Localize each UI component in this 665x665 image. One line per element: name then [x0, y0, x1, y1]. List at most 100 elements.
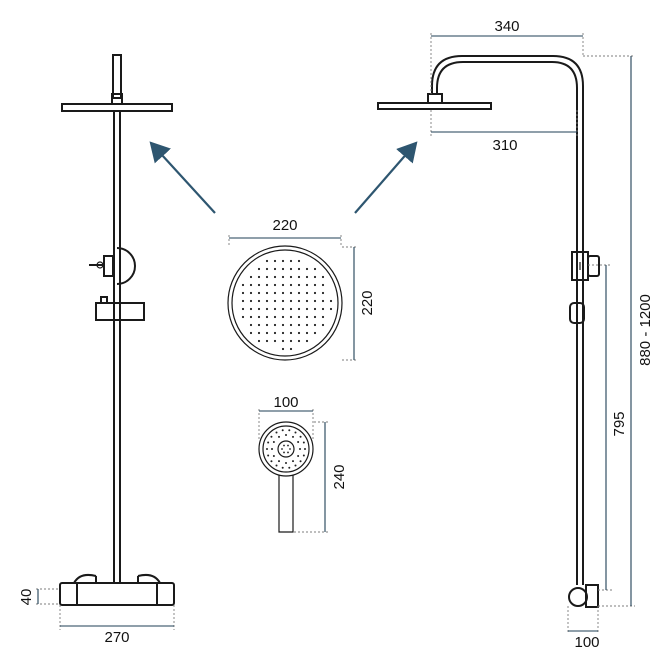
nozzle-dot — [273, 323, 277, 327]
rain-head-width-label: 220 — [272, 217, 297, 234]
nozzle-dot — [281, 323, 285, 327]
side-slider — [569, 302, 585, 324]
nozzle-dot — [321, 291, 325, 295]
nozzle-dot — [321, 315, 325, 319]
hand-shower-handle — [278, 475, 294, 533]
head-offset-label: 310 — [492, 137, 517, 154]
nozzle-dot — [249, 283, 253, 287]
hand-shower-center — [277, 440, 295, 458]
nozzle-dot — [265, 323, 269, 327]
nozzle-dot — [265, 331, 269, 335]
nozzle-dot — [257, 331, 261, 335]
thermostat-left-fitting — [73, 573, 97, 584]
nozzle-dot — [305, 275, 309, 279]
nozzle-dot — [305, 299, 309, 303]
rain-head-top-view — [227, 245, 343, 361]
head-connector — [112, 54, 122, 99]
nozzle-dot — [297, 339, 301, 343]
hand-nozzle-dot — [299, 448, 301, 450]
nozzle-dot — [305, 323, 309, 327]
nozzle-dot — [321, 299, 325, 303]
nozzle-dot — [321, 323, 325, 327]
nozzle-dot — [305, 267, 309, 271]
dimension-slide-height: 795 — [588, 264, 628, 591]
nozzle-dot — [281, 347, 285, 351]
hand-shower — [258, 421, 314, 533]
dimension-arm-reach: 340 — [430, 18, 584, 94]
nozzle-dot — [273, 275, 277, 279]
hand-shower-nozzles — [266, 429, 306, 469]
dimension-column-height: 880 - 1200 — [583, 55, 654, 607]
rain-head-nozzles — [241, 259, 333, 351]
nozzle-dot — [257, 315, 261, 319]
hand-nozzle-dot — [275, 431, 278, 434]
nozzle-dot — [257, 323, 261, 327]
hand-nozzle-dot — [270, 460, 273, 463]
hand-nozzle-dot — [278, 460, 280, 463]
nozzle-dot — [313, 291, 317, 295]
nozzle-dot — [265, 339, 269, 343]
thermostat-height-label: 40 — [18, 589, 35, 606]
arm-reach-label: 340 — [494, 18, 519, 35]
nozzle-dot — [297, 299, 301, 303]
nozzle-dot — [249, 315, 253, 319]
nozzle-dot — [289, 347, 293, 351]
hand-nozzle-dot — [299, 460, 302, 463]
nozzle-dot — [273, 339, 277, 343]
nozzle-dot — [289, 339, 293, 343]
shower-arm-inner — [436, 61, 578, 252]
hand-nozzle-dot — [302, 441, 305, 444]
nozzle-dot — [265, 307, 269, 311]
side-rain-head-edge — [377, 102, 492, 110]
dimension-rain-head-height: 220 — [342, 246, 376, 361]
hand-nozzle-dot — [292, 435, 294, 438]
nozzle-dot — [241, 283, 245, 287]
side-diverter-knob — [587, 255, 600, 277]
nozzle-dot — [321, 307, 325, 311]
nozzle-dot — [313, 275, 317, 279]
nozzle-dot — [273, 291, 277, 295]
nozzle-dot — [313, 283, 317, 287]
arrow-to-left-head — [149, 141, 216, 214]
nozzle-dot — [305, 291, 309, 295]
nozzle-dot — [297, 315, 301, 319]
nozzle-dot — [249, 331, 253, 335]
hand-nozzle-dot — [270, 435, 273, 438]
nozzle-dot — [297, 323, 301, 327]
nozzle-dot — [297, 283, 301, 287]
shower-arm-outer — [431, 55, 584, 252]
rain-head-edge — [61, 103, 173, 112]
nozzle-dot — [305, 315, 309, 319]
hand-nozzle-dot — [297, 441, 300, 443]
nozzle-dot — [273, 299, 277, 303]
nozzle-dot — [265, 283, 269, 287]
nozzle-dot — [273, 259, 277, 263]
nozzle-dot — [289, 283, 293, 287]
hand-nozzle-dot — [304, 448, 306, 450]
nozzle-dot — [273, 331, 277, 335]
hand-nozzle-dot — [281, 448, 283, 450]
hand-nozzle-dot — [275, 464, 278, 467]
nozzle-dot — [249, 299, 253, 303]
nozzle-dot — [265, 291, 269, 295]
nozzle-dot — [329, 299, 333, 303]
nozzle-dot — [249, 291, 253, 295]
nozzle-dot — [289, 291, 293, 295]
nozzle-dot — [305, 331, 309, 335]
slide-height-label: 795 — [611, 411, 628, 436]
hand-nozzle-dot — [292, 460, 294, 463]
nozzle-dot — [281, 259, 285, 263]
hand-nozzle-dot — [289, 448, 291, 450]
nozzle-dot — [321, 283, 325, 287]
hand-length-label: 240 — [331, 464, 348, 489]
hand-nozzle-dot — [272, 441, 275, 443]
nozzle-dot — [289, 315, 293, 319]
nozzle-dot — [305, 307, 309, 311]
nozzle-dot — [249, 323, 253, 327]
nozzle-dot — [281, 307, 285, 311]
nozzle-dot — [289, 275, 293, 279]
nozzle-dot — [281, 331, 285, 335]
hand-width-label: 100 — [273, 394, 298, 411]
nozzle-dot — [281, 299, 285, 303]
nozzle-dot — [289, 299, 293, 303]
